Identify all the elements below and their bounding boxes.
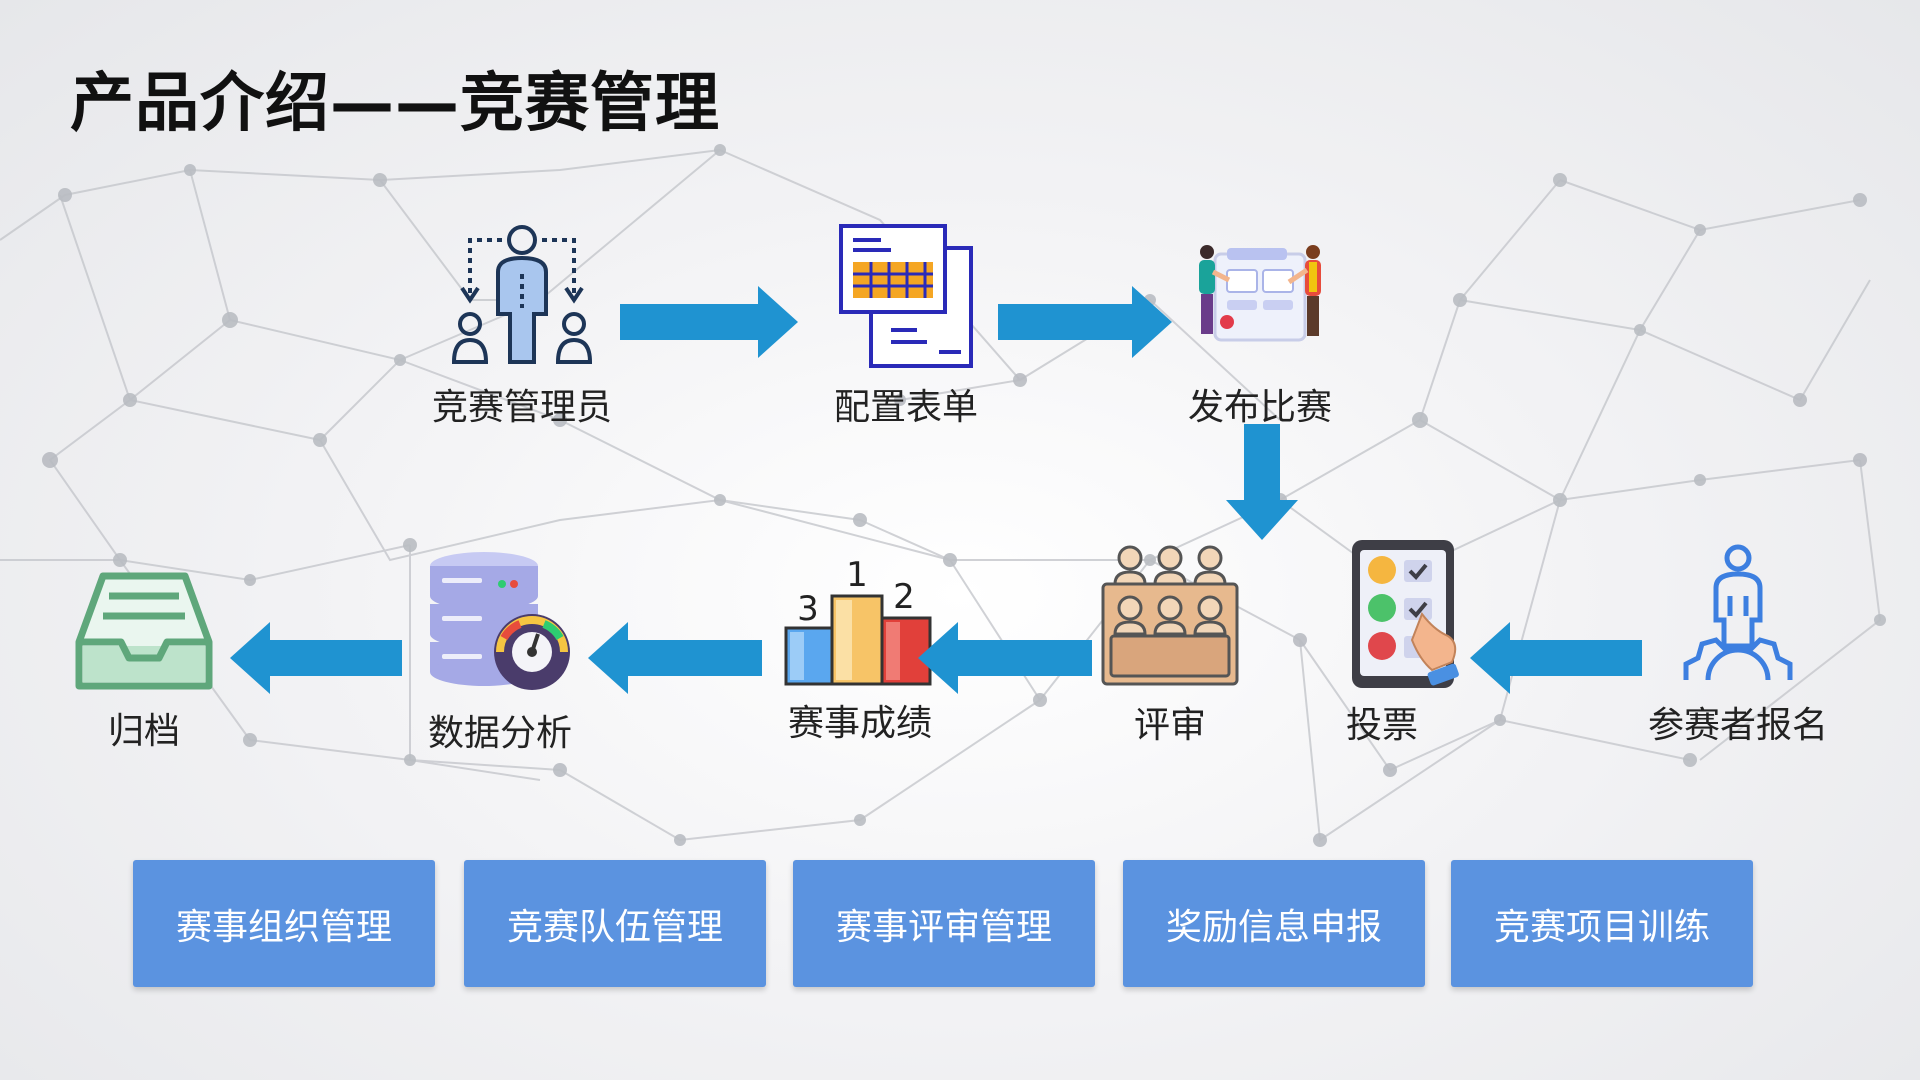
node-competition-admin: 竞赛管理员 — [412, 222, 632, 430]
rank-2-label: 2 — [893, 577, 915, 617]
button-award-declaration[interactable]: 奖励信息申报 — [1123, 860, 1425, 987]
archive-tray-icon — [75, 572, 213, 690]
rank-3-label: 3 — [797, 589, 819, 629]
arrow-analysis-to-archive — [230, 622, 402, 694]
arrow-participant-to-vote — [1470, 622, 1642, 694]
database-gauge-icon — [430, 552, 570, 690]
node-label: 归档 — [107, 711, 180, 752]
node-label: 投票 — [1345, 705, 1418, 746]
participant-gear-icon — [1683, 544, 1793, 681]
node-label: 竞赛管理员 — [431, 387, 612, 428]
node-archive: 归档 — [34, 566, 254, 754]
node-participant-registration: 参赛者报名 — [1628, 540, 1848, 748]
node-label: 发布比赛 — [1187, 387, 1332, 428]
podium-icon: 1 2 3 — [784, 555, 932, 686]
arrow-admin-to-form — [620, 286, 798, 358]
node-label: 配置表单 — [833, 387, 978, 428]
node-label: 数据分析 — [427, 713, 572, 754]
arrow-review-to-results — [918, 622, 1092, 694]
button-project-training[interactable]: 竞赛项目训练 — [1451, 860, 1753, 987]
button-event-organization[interactable]: 赛事组织管理 — [133, 860, 435, 987]
button-team-management[interactable]: 竞赛队伍管理 — [464, 860, 766, 987]
node-publish-competition: 发布比赛 — [1150, 222, 1370, 430]
page-title: 产品介绍——竞赛管理 — [70, 67, 720, 141]
jury-panel-icon — [1101, 545, 1239, 686]
admin-people-icon — [452, 225, 592, 364]
node-label: 赛事成绩 — [787, 703, 932, 744]
rank-1-label: 1 — [846, 555, 868, 595]
node-review: 评审 — [1060, 540, 1280, 748]
arrow-results-to-analysis — [588, 622, 762, 694]
presentation-board-icon — [1199, 245, 1321, 342]
node-label: 评审 — [1133, 705, 1206, 746]
arrow-form-to-publish — [998, 286, 1172, 358]
node-data-analysis: 数据分析 — [390, 548, 610, 756]
node-configure-form: 配置表单 — [796, 222, 1016, 430]
button-review-management[interactable]: 赛事评审管理 — [793, 860, 1095, 987]
node-competition-results: 1 2 3 赛事成绩 — [750, 548, 970, 746]
phone-vote-icon — [1352, 540, 1459, 688]
form-document-icon — [839, 224, 973, 368]
arrow-publish-to-review — [1226, 424, 1298, 540]
node-voting: 投票 — [1272, 540, 1492, 748]
node-label: 参赛者报名 — [1647, 705, 1828, 746]
